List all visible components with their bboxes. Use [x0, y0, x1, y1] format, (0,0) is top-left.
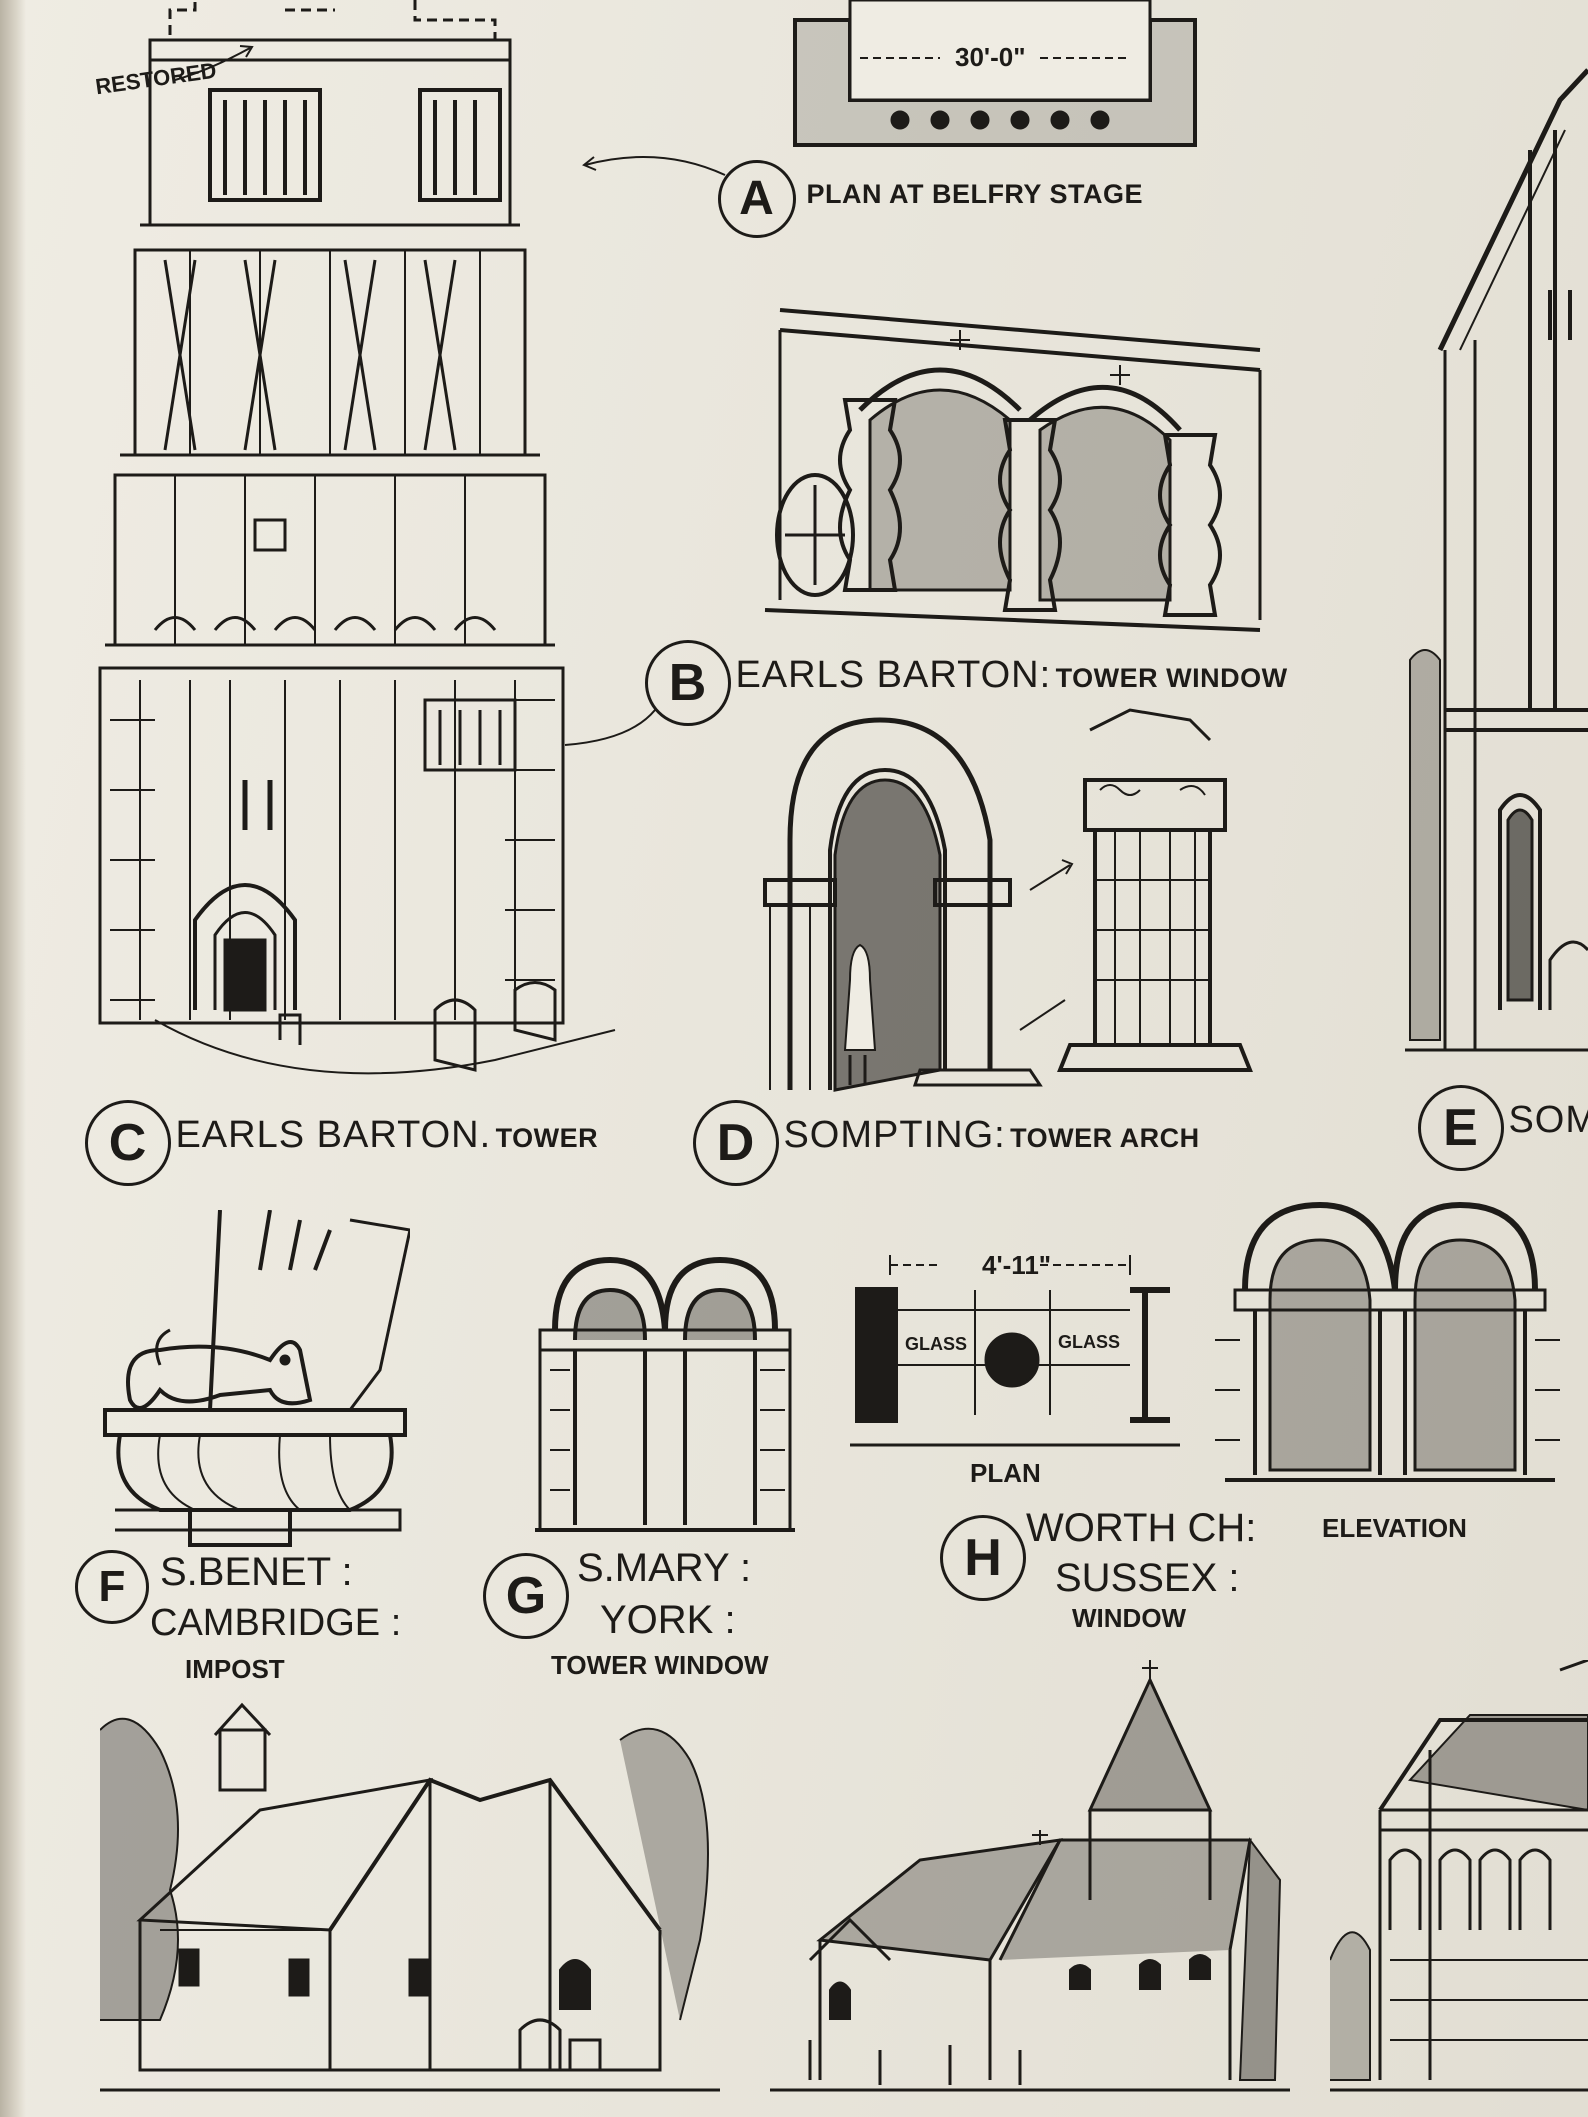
impost-illustration: [100, 1210, 410, 1550]
figure-f-line3: IMPOST: [185, 1654, 285, 1684]
figure-f-line2: CAMBRIDGE :: [150, 1602, 402, 1644]
figure-f-line1: S.BENET :: [160, 1550, 353, 1594]
figure-g-line3: TOWER WINDOW: [551, 1650, 769, 1680]
figure-f-letter-wrap: F: [75, 1550, 149, 1624]
figure-b-subtitle: TOWER WINDOW: [1055, 663, 1288, 694]
figure-b-caption: B EARLS BARTON: TOWER WINDOW: [645, 640, 1288, 726]
double-window-illustration: [535, 1250, 795, 1540]
figure-b-title: EARLS BARTON:: [735, 654, 1052, 697]
tower-arch-illustration: [750, 700, 1280, 1100]
figure-h-line2: SUSSEX :: [1055, 1556, 1240, 1600]
figure-a-pointer-arrow-icon: [582, 156, 726, 176]
earls-barton-tower-illustration: [95, 0, 635, 1110]
figure-a-caption: A PLAN AT BELFRY STAGE: [718, 160, 1143, 238]
figure-h-line3: WINDOW: [1072, 1603, 1187, 1633]
window-elevation-label: ELEVATION: [1322, 1513, 1467, 1543]
figure-d-title: SOMPTING:: [783, 1114, 1006, 1157]
belfry-plan-illustration: [790, 0, 1200, 155]
figure-c-title: EARLS BARTON.: [175, 1114, 492, 1157]
figure-h-line1: WORTH CH:: [1026, 1506, 1257, 1550]
sompting-church-illustration: [1400, 10, 1588, 1060]
restored-arrow-icon: [174, 45, 254, 81]
figure-b-letter: B: [645, 640, 731, 726]
glass-label-right: GLASS: [1058, 1332, 1121, 1352]
gabled-church-illustration: [100, 1690, 720, 2110]
figure-h-letter-wrap: H: [940, 1515, 1026, 1601]
glass-label-left: GLASS: [905, 1334, 968, 1354]
book-spine-shadow: [0, 0, 26, 2117]
figure-g-line1: S.MARY :: [577, 1546, 752, 1590]
figure-g-line2: YORK :: [600, 1598, 736, 1642]
figure-e-letter: E: [1418, 1085, 1504, 1171]
figure-a-caption-text: PLAN AT BELFRY STAGE: [806, 179, 1143, 210]
figure-c-subtitle: TOWER: [495, 1123, 599, 1154]
figure-e-title: SOM: [1508, 1099, 1588, 1142]
figure-c-letter: C: [85, 1100, 171, 1186]
belfry-plan-dimension: 30'-0": [955, 42, 1026, 72]
window-elevation-illustration: [1215, 1190, 1560, 1490]
round-tower-church-illustration: [770, 1660, 1290, 2110]
tower-window-illustration: [760, 290, 1270, 650]
figure-d-letter: D: [693, 1100, 779, 1186]
figure-f-letter: F: [75, 1550, 149, 1624]
figure-h-letter: H: [940, 1515, 1026, 1601]
window-plan-dimension: 4'-11": [982, 1250, 1052, 1280]
figure-d-caption: D SOMPTING: TOWER ARCH: [693, 1100, 1200, 1186]
figure-g-letter: G: [483, 1553, 569, 1639]
figure-e-caption: E SOM: [1418, 1085, 1588, 1171]
figure-b-pointer-line: [564, 709, 656, 746]
arcaded-church-illustration: [1330, 1660, 1588, 2110]
figure-c-caption: C EARLS BARTON. TOWER: [85, 1100, 598, 1186]
window-plan-illustration: [850, 1250, 1180, 1450]
window-plan-label: PLAN: [970, 1458, 1041, 1488]
figure-g-letter-wrap: G: [483, 1553, 569, 1639]
figure-a-letter: A: [718, 160, 796, 238]
figure-d-subtitle: TOWER ARCH: [1010, 1123, 1200, 1154]
